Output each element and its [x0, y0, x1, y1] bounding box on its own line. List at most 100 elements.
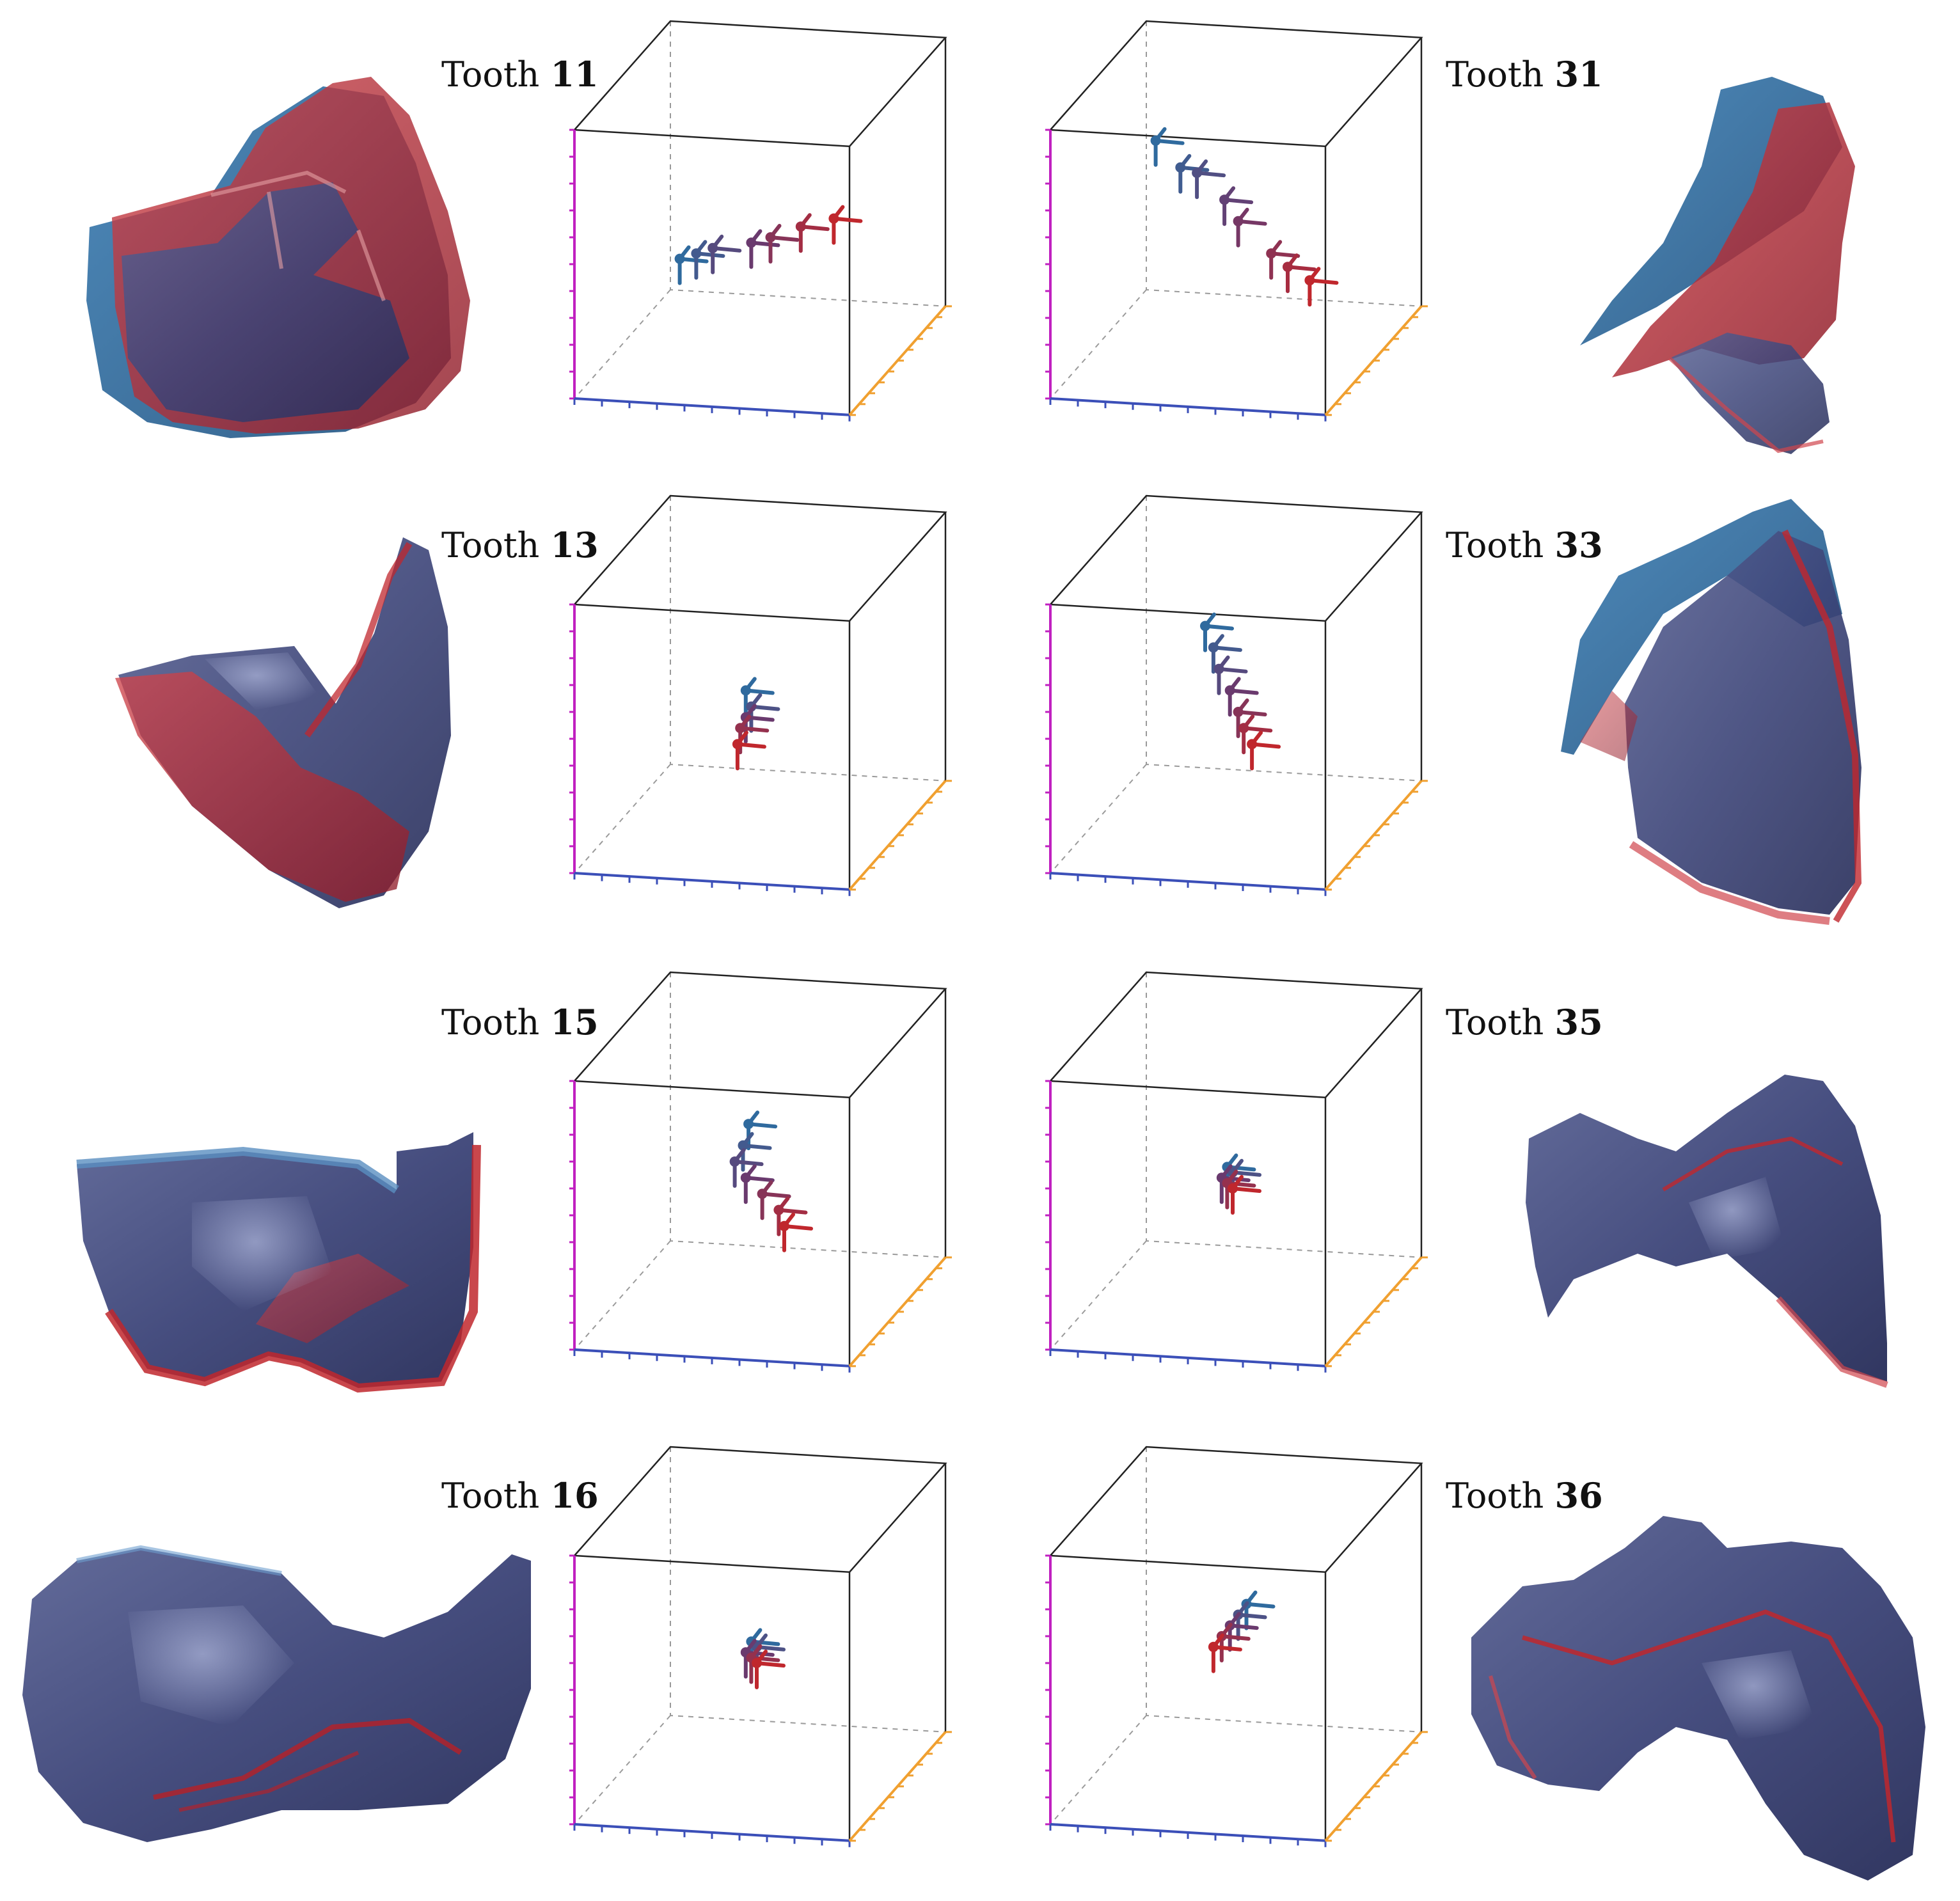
- tooth-33-mesh-red-edge: [1782, 529, 1862, 923]
- tooth-35-mesh: [1526, 1075, 1888, 1388]
- box-hidden-edge: [574, 1240, 671, 1350]
- tooth-label-31: Tooth 31: [1446, 54, 1603, 95]
- pose-origin: [1233, 707, 1244, 717]
- tooth-label-11: Tooth 11: [441, 54, 599, 95]
- tooth-33-mesh: [1561, 499, 1862, 925]
- pose-origin: [1219, 194, 1230, 205]
- tooth-11-mesh-highlight: [210, 170, 386, 302]
- pose-frame: [1213, 655, 1248, 695]
- tooth-35-mesh-highlight: [1689, 1177, 1785, 1260]
- pose-origin: [1283, 262, 1293, 272]
- tooth-16-mesh-red-line-2: [178, 1751, 360, 1812]
- pose-origin: [740, 1172, 751, 1183]
- tooth-label-33: Tooth 33: [1446, 525, 1603, 565]
- box-right-face: [849, 1463, 947, 1842]
- pose-frame: [765, 224, 800, 264]
- pose-frame: [1208, 634, 1242, 674]
- box-right-face: [849, 37, 947, 416]
- box-hidden-edges: [1146, 496, 1422, 782]
- pose-frame: [1224, 677, 1259, 717]
- pose-frame: [1200, 612, 1234, 652]
- tooth-31-mesh-navy-layer: [1670, 333, 1830, 454]
- pose-origin: [1150, 135, 1161, 146]
- box-right-face: [849, 988, 947, 1367]
- pose-frame: [779, 1212, 813, 1252]
- box-top-face: [1050, 494, 1423, 622]
- pose-frame: [1283, 253, 1316, 294]
- tooth-16-mesh-navy-layer: [22, 1548, 531, 1842]
- tooth-label-35: Tooth 35: [1446, 1002, 1603, 1043]
- tooth-36-mesh-highlight: [1702, 1650, 1817, 1740]
- box-top-face: [574, 971, 947, 1098]
- tooth-label-16: Tooth 16: [441, 1475, 599, 1516]
- pose-origin: [1213, 663, 1224, 674]
- pose-origin: [746, 237, 757, 248]
- pose-frame: [1233, 207, 1267, 248]
- tooth-label-number: 31: [1554, 54, 1603, 95]
- tooth-13-mesh: [115, 537, 451, 908]
- box-front-face: [1049, 603, 1327, 891]
- trajectory-box-15: [569, 971, 952, 1373]
- box-front-face: [573, 1554, 851, 1842]
- box-top-face: [1050, 971, 1423, 1098]
- tooth-label-number: 16: [550, 1475, 599, 1516]
- box-hidden-edge: [1050, 289, 1147, 399]
- pose-origin: [828, 213, 839, 224]
- tooth-16-mesh-red-line: [153, 1717, 462, 1800]
- tooth-33-mesh-navy-layer: [1625, 531, 1861, 915]
- tooth-label-15: Tooth 15: [441, 1002, 599, 1043]
- pose-origin: [707, 242, 718, 253]
- tooth-15-mesh-blue-rim: [76, 1146, 399, 1194]
- pose-frame: [732, 730, 766, 771]
- box-hidden-edges: [670, 1447, 946, 1733]
- pose-frame: [743, 1110, 778, 1151]
- tooth-label-number: 15: [550, 1002, 599, 1043]
- pose-origin: [1304, 275, 1315, 286]
- pose-frame: [740, 1164, 775, 1204]
- pose-frame: [674, 245, 709, 285]
- pose-origin: [1175, 162, 1186, 173]
- tooth-label-prefix: Tooth: [1446, 1002, 1544, 1043]
- trajectory-boxes: [569, 20, 1428, 1847]
- box-hidden-edge: [1050, 1715, 1147, 1825]
- box-hidden-edges: [670, 496, 946, 782]
- pose-frame: [757, 1180, 791, 1220]
- pose-frame: [1238, 714, 1273, 755]
- pose-origin: [691, 248, 702, 259]
- tooth-label-prefix: Tooth: [441, 1476, 540, 1516]
- pose-frame: [1304, 267, 1339, 307]
- pose-frame: [1266, 240, 1300, 280]
- pose-frame: [828, 205, 863, 245]
- tooth-label-number: 11: [550, 54, 599, 95]
- pose-origin: [1238, 723, 1249, 734]
- box-top-face: [1050, 20, 1423, 147]
- pose-origin: [738, 1140, 748, 1151]
- box-right-face: [1325, 988, 1423, 1367]
- tooth-33-mesh-red-rim: [1629, 840, 1830, 925]
- tooth-36-mesh-red-line: [1522, 1609, 1896, 1843]
- box-hidden-edge: [574, 764, 671, 874]
- pose-origin: [1228, 1183, 1238, 1194]
- trajectory-box-33: [1045, 494, 1428, 896]
- tooth-16-mesh-highlight: [128, 1605, 294, 1727]
- tooth-label-prefix: Tooth: [1446, 54, 1544, 95]
- tooth-13-mesh-highlight: [205, 652, 320, 710]
- tooth-label-prefix: Tooth: [1446, 1476, 1544, 1516]
- pose-frame: [795, 213, 830, 253]
- tooth-36-mesh: [1471, 1516, 1925, 1881]
- pose-origin: [765, 232, 776, 242]
- pose-frame: [1233, 698, 1267, 738]
- pose-frame: [1150, 127, 1185, 167]
- tooth-35-mesh-red-rim: [1776, 1296, 1888, 1388]
- tooth-31-mesh-red-layer: [1612, 102, 1855, 377]
- pose-origin: [779, 1220, 789, 1231]
- pose-frame: [707, 234, 742, 274]
- pose-frame: [746, 229, 780, 269]
- tooth-label-number: 33: [1554, 525, 1603, 565]
- box-top-face: [574, 494, 947, 622]
- box-right-face: [849, 512, 947, 890]
- tooth-label-prefix: Tooth: [441, 525, 540, 565]
- pose-origin: [1224, 685, 1235, 696]
- pose-frame: [1247, 730, 1281, 771]
